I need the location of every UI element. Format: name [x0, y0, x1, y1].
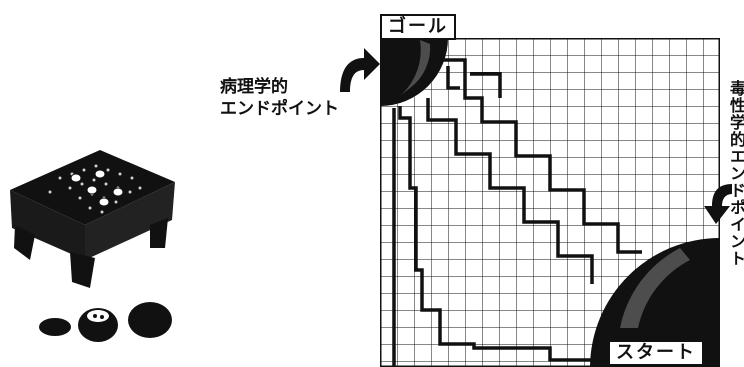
path-2	[426, 98, 594, 284]
start-region	[590, 238, 720, 367]
pathology-line-2: エンドポイント	[220, 99, 339, 119]
goal-label: ゴール	[380, 14, 456, 40]
curved-arrow-icon	[340, 48, 380, 92]
go-board-illustration	[10, 150, 175, 342]
path-6	[470, 72, 502, 98]
go-board-icon	[10, 150, 175, 288]
path-1	[440, 58, 642, 254]
toxicity-endpoint-label: 毒性学的エンドポイント	[727, 80, 744, 267]
curved-arrow-icon	[704, 184, 732, 224]
pathology-endpoint-label: 病理学的 エンドポイント	[220, 76, 339, 120]
path-3	[446, 66, 460, 90]
go-stone-bowl-icon	[39, 302, 172, 342]
path-grid-diagram	[380, 38, 720, 367]
pathology-line-1: 病理学的	[220, 77, 288, 97]
goal-region	[380, 38, 448, 106]
path-4	[398, 106, 598, 362]
start-label: スタート	[608, 340, 704, 366]
